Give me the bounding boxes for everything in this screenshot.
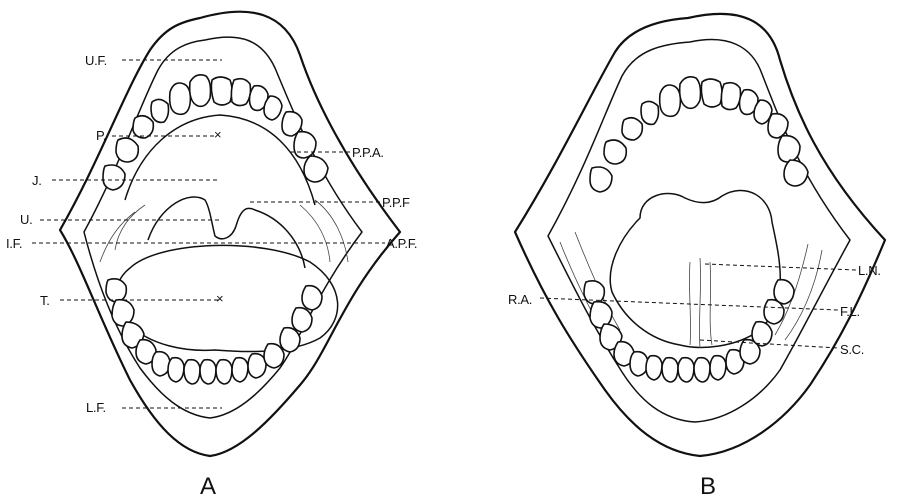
label-isthmus-faucium: I.F. [6, 236, 22, 251]
label-posterior-palatine-fold: P.P.F [382, 195, 410, 210]
palate-marker: × [214, 127, 221, 142]
label-palate: P. [96, 128, 106, 143]
label-sublingual-caruncle: S.C. [840, 342, 864, 357]
figure-a-palatine-arch-left [100, 205, 145, 262]
figure-a-palatine-arch-right [300, 200, 348, 262]
figure-a-uvula [148, 197, 305, 268]
label-jaw: J. [32, 173, 42, 188]
figure-a-labels: U.F. P. P.P.A. J. P.P.F U. I.F. A.P.F. T… [6, 53, 417, 500]
label-uvula: U. [20, 212, 32, 227]
figure-b-outer-lips [515, 14, 885, 456]
figure-b-caption: B [700, 473, 716, 500]
label-upper-frenum: U.F. [85, 53, 107, 68]
figure-b-leader-lines [540, 264, 856, 348]
figure-b-upper-teeth [590, 77, 808, 192]
label-ridge-area: R.A. [508, 292, 532, 307]
figure-b-drawing [515, 14, 885, 456]
label-posterior-palatine-arch: P.P.A. [352, 145, 384, 160]
label-frenum-linguae: F.L. [840, 304, 860, 319]
tongue-marker: × [216, 291, 223, 306]
figure-b-lower-teeth [584, 280, 794, 382]
figure-a-outer-lips [60, 12, 400, 456]
figure-a-lower-teeth [106, 279, 322, 384]
label-lower-frenum: L.F. [86, 400, 106, 415]
figure-b-sublingual-veins [689, 258, 712, 348]
label-lingual-nerve: L.N. [858, 263, 881, 278]
label-anterior-palatine-fold: A.P.F. [386, 236, 417, 251]
label-tongue: T. [40, 293, 50, 308]
figure-a-caption: A [200, 473, 216, 500]
figure-a-drawing: × × [60, 12, 400, 456]
